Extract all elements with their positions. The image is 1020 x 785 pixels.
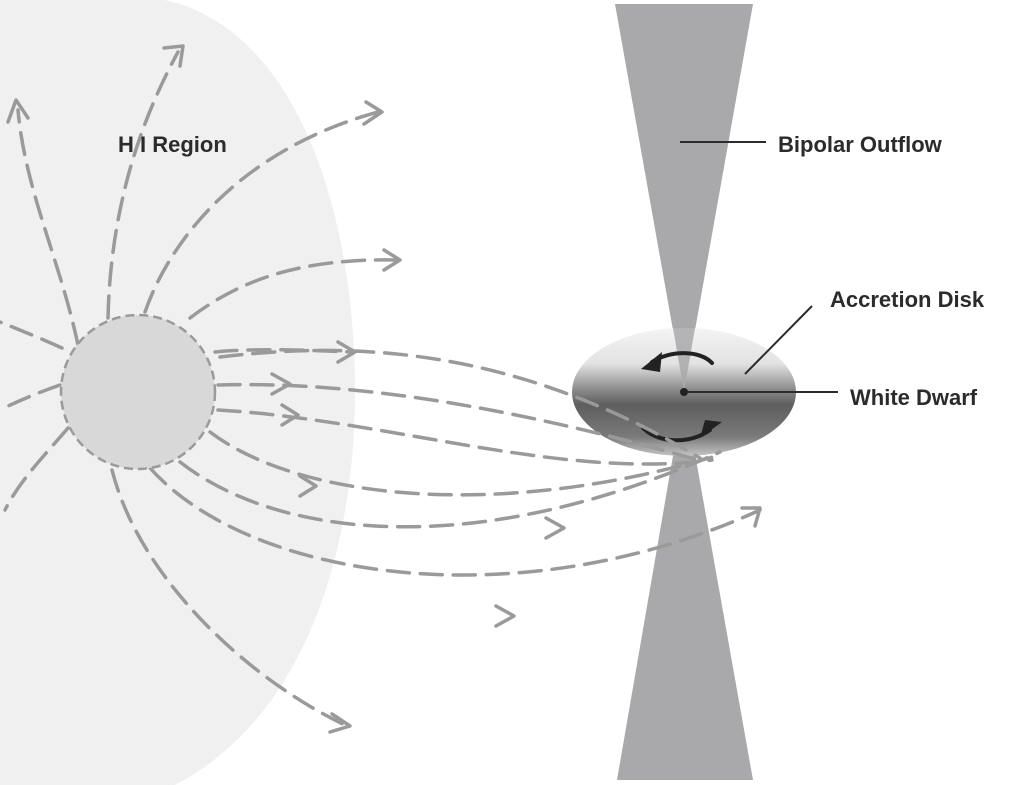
wind-stream [178,450,722,529]
wind-stream [188,258,400,320]
bipolar-outflow-label: Bipolar Outflow [778,132,943,157]
wind-arrowhead-icon [494,604,516,628]
wind-stream [143,110,380,314]
wind-stream [3,426,70,512]
wind-stream [106,50,180,320]
accretion-disk-leader [744,305,813,375]
wind-arrowhead-icon [382,248,402,272]
rotation-arrow-lower-icon [641,420,722,443]
wind-stream [218,348,702,460]
wind-arrowhead-icon [740,506,762,528]
wind-stream [208,430,718,497]
wind-arrowhead-icon [270,372,292,396]
wind-arrowhead-icon [544,516,566,540]
wind-stream [0,383,62,412]
accretion-disk-label: Accretion Disk [830,287,985,312]
wind-stream [110,468,347,727]
wind-arrowhead-icon [280,403,300,427]
wind-arrowhead-icon [336,340,357,364]
white-dwarf-label: White Dwarf [850,385,978,410]
outflow-over-disk [663,270,705,392]
bipolar-outflow-lower-cone [617,392,753,780]
wind-arrowhead-icon [6,98,30,124]
wind-arrowhead-icon [328,712,352,734]
hi-region-label: H I Region [118,132,227,157]
wind-arrowhead-icon [162,44,185,68]
wind-stream [148,466,762,577]
wind-streams [0,50,762,727]
wind-stream [16,108,80,347]
wind-stream [216,408,714,466]
wind-arrowhead-icon [298,474,318,498]
mass-losing-star [59,313,217,471]
white-dwarf-dot [680,388,688,396]
rotation-arrow-upper-icon [641,351,714,372]
wind-stream [0,320,64,350]
wind-arrowheads [6,44,762,734]
bipolar-outflow-upper-cone [615,4,753,392]
wind-arrowhead-icon [362,100,384,126]
